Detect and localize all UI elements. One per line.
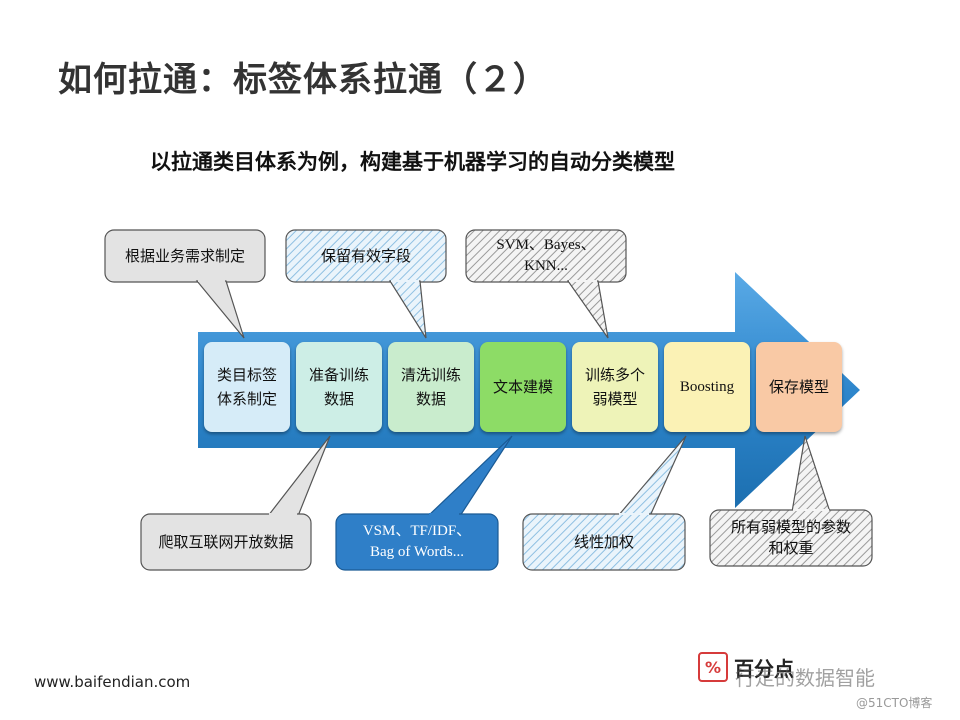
callout-top-2-shape — [285, 229, 447, 339]
callout-top-1: 根据业务需求制定 — [124, 246, 245, 265]
callout-top-2: 保留有效字段 — [320, 246, 411, 265]
logo-icon: % — [698, 652, 728, 682]
stage-boosting: Boosting — [664, 342, 750, 432]
callout-bottom-3-shape — [522, 435, 687, 571]
callout-bottom-1: 爬取互联网开放数据 — [158, 532, 294, 551]
callout-bottom-4: 所有弱模型的参数 和权重 — [730, 518, 851, 557]
page-subtitle: 以拉通类目体系为例，构建基于机器学习的自动分类模型 — [150, 150, 675, 174]
watermark-text: 行走的数据智能 — [735, 666, 875, 690]
callout-bottom-3: 线性加权 — [573, 532, 634, 551]
stage-train-weak-models: 训练多个 弱模型 — [572, 342, 658, 432]
stage-prepare-training-data: 准备训练 数据 — [296, 342, 382, 432]
blog-watermark: @51CTO博客 — [856, 696, 933, 710]
callout-bottom-4-shape — [709, 435, 873, 567]
callout-top-3: SVM、Bayes、 KNN... — [496, 237, 596, 274]
page-title: 如何拉通：标签体系拉通（２） — [58, 60, 548, 100]
stage-text-modeling: 文本建模 — [480, 342, 566, 432]
stage-clean-training-data: 清洗训练 数据 — [388, 342, 474, 432]
callout-bottom-1-shape — [140, 435, 331, 571]
footer-url: www.baifendian.com — [34, 673, 191, 691]
callout-top-3-shape — [465, 229, 627, 339]
stage-taxonomy-definition: 类目标签 体系制定 — [204, 342, 290, 432]
callout-bottom-2-shape — [335, 435, 513, 571]
callout-bottom-2: VSM、TF/IDF、 Bag of Words... — [362, 523, 472, 560]
logo-text: 百分点 — [734, 656, 794, 681]
company-logo: % 百分点 — [698, 652, 794, 682]
callout-top-1-shape — [104, 229, 266, 339]
stage-save-model: 保存模型 — [756, 342, 842, 432]
